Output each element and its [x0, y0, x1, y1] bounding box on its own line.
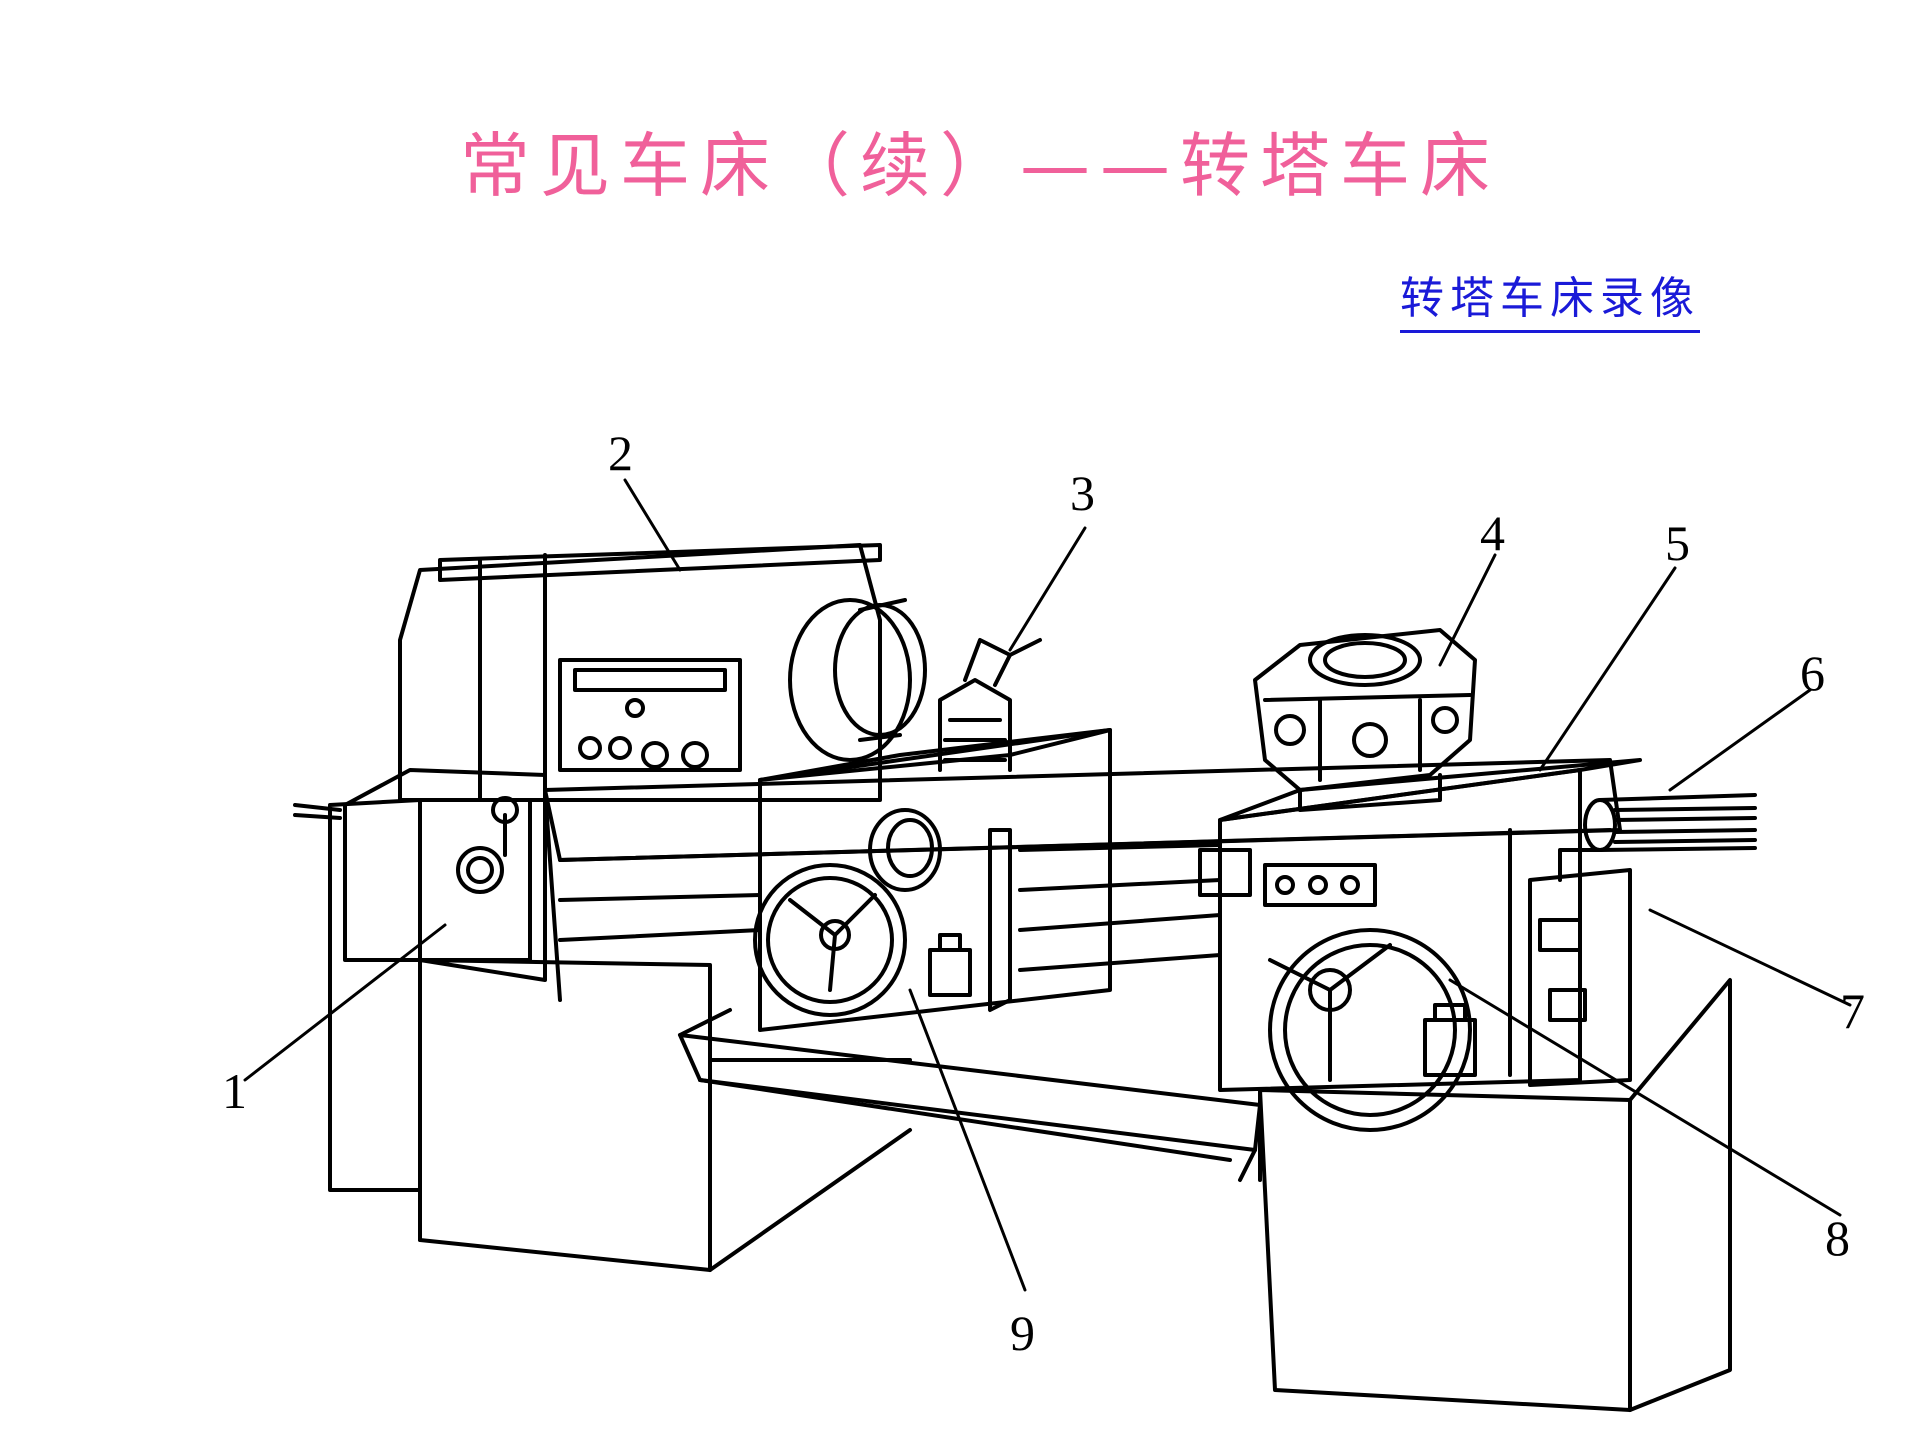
part-label-8: 8 [1825, 1210, 1850, 1266]
tail-support [1528, 848, 1632, 1087]
part-label-3: 3 [1070, 465, 1095, 521]
part-label-5: 5 [1665, 515, 1690, 571]
part-label-4: 4 [1480, 505, 1505, 561]
slide-title: 常见车床（续）——转塔车床 [460, 125, 1500, 207]
left-cabinet [328, 798, 912, 1272]
bar-stock [1583, 793, 1757, 852]
part-label-9: 9 [1010, 1305, 1035, 1361]
part-label-2: 2 [608, 425, 633, 481]
carriage-left [753, 728, 1112, 1032]
part-label-7: 7 [1840, 983, 1865, 1039]
turret-head [1253, 628, 1477, 812]
part-labels: 1 2 3 4 5 6 7 8 9 [222, 425, 1865, 1361]
chuck [788, 598, 927, 762]
feed-box [293, 768, 547, 982]
part-label-1: 1 [222, 1063, 247, 1119]
headstock [398, 543, 882, 802]
part-label-6: 6 [1800, 645, 1825, 701]
video-link[interactable]: 转塔车床录像 [1400, 262, 1700, 333]
tool-post [938, 638, 1042, 772]
carriage-right [1198, 758, 1642, 1132]
chip-tray [678, 1008, 1262, 1182]
leader-lines [243, 478, 1852, 1292]
